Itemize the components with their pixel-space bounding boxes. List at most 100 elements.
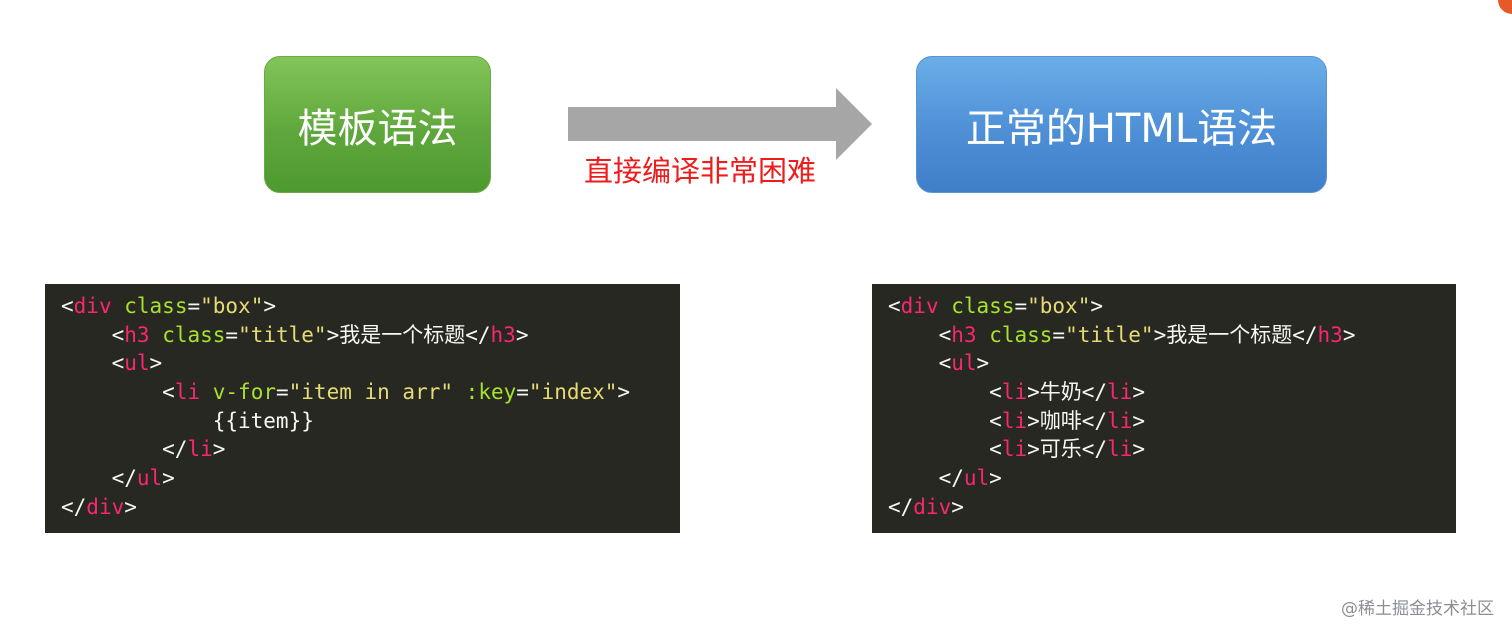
code-line: <h3 class="title">我是一个标题</h3> <box>888 321 1456 350</box>
code-token-text: 我是一个标题 <box>1166 322 1293 347</box>
code-token-str: "title" <box>238 322 327 347</box>
code-line: </li> <box>61 435 680 464</box>
code-token-text <box>61 466 112 490</box>
code-line: </ul> <box>888 464 1456 493</box>
arrow-shape <box>568 88 872 160</box>
code-token-punc: = <box>225 322 239 347</box>
code-line: </div> <box>61 493 680 522</box>
code-token-punc: > <box>976 351 990 376</box>
code-line: </ul> <box>61 464 680 493</box>
code-token-punc: </ <box>1081 408 1108 433</box>
code-token-punc: = <box>516 380 529 405</box>
code-token-tag: li <box>1107 437 1133 462</box>
code-token-punc: < <box>111 351 125 376</box>
code-token-punc: </ <box>61 494 87 519</box>
code-token-punc: < <box>61 294 74 318</box>
code-token-punc: > <box>212 437 226 462</box>
code-token-punc: < <box>989 408 1002 433</box>
code-token-tag: li <box>1001 408 1028 433</box>
code-token-text <box>888 323 939 347</box>
code-token-tag: li <box>1001 437 1028 462</box>
code-token-punc: = <box>187 294 201 318</box>
code-token-text <box>939 294 952 318</box>
code-token-text <box>888 437 989 461</box>
code-token-tag: div <box>73 294 112 318</box>
code-token-punc: < <box>938 351 952 376</box>
code-token-punc: < <box>938 322 952 347</box>
code-line: <li>牛奶</li> <box>888 378 1456 407</box>
code-token-str: "title" <box>1065 322 1154 347</box>
compile-arrow <box>568 88 872 160</box>
code-token-tag: h3 <box>1317 322 1343 347</box>
code-token-tag: h3 <box>490 322 516 347</box>
code-token-punc: > <box>149 351 163 376</box>
code-token-attr: class <box>124 294 188 318</box>
code-token-punc: = <box>1052 322 1066 347</box>
code-token-punc: > <box>1132 408 1146 433</box>
code-line: <div class="box"> <box>61 292 680 321</box>
watermark: @稀土掘金技术社区 <box>1341 599 1494 619</box>
code-token-punc: < <box>989 437 1002 462</box>
code-line: <li>咖啡</li> <box>888 407 1456 436</box>
code-token-text <box>150 323 163 347</box>
code-token-text: {{item}} <box>61 408 314 433</box>
arrow-caption: 直接编译非常困难 <box>584 154 817 188</box>
code-token-tag: ul <box>951 351 977 376</box>
code-token-punc: > <box>989 466 1002 491</box>
template-syntax-box: 模板语法 <box>264 56 491 193</box>
code-line: <li v-for="item in arr" :key="index"> <box>61 378 680 407</box>
code-token-tag: li <box>187 437 213 462</box>
code-token-text <box>61 323 112 347</box>
code-token-tag: ul <box>136 466 163 491</box>
code-line: {{item}} <box>61 407 680 436</box>
code-token-punc: </ <box>1081 437 1108 462</box>
code-token-punc: </ <box>465 322 491 347</box>
code-token-text <box>888 380 989 404</box>
code-token-text: 咖啡 <box>1039 408 1082 433</box>
code-token-text <box>888 466 939 490</box>
code-token-attr: v-for <box>212 380 276 405</box>
code-line: <h3 class="title">我是一个标题</h3> <box>61 321 680 350</box>
code-token-text <box>200 380 213 404</box>
code-token-str: "item in arr" <box>288 380 454 405</box>
code-token-punc: > <box>1132 380 1146 405</box>
code-token-text <box>888 409 989 433</box>
code-token-punc: > <box>1027 408 1040 433</box>
code-token-punc: > <box>1090 294 1103 318</box>
code-token-tag: li <box>1001 380 1028 405</box>
code-token-punc: > <box>1027 380 1040 405</box>
code-token-text: 牛奶 <box>1039 380 1082 405</box>
template-syntax-label: 模板语法 <box>297 105 458 152</box>
code-token-text <box>61 351 112 375</box>
code-token-text: 我是一个标题 <box>339 322 466 347</box>
code-token-text <box>61 380 162 404</box>
code-token-punc: < <box>111 322 125 347</box>
code-line: <ul> <box>888 349 1456 378</box>
code-token-punc: > <box>162 466 175 491</box>
code-token-text <box>61 437 162 461</box>
code-token-attr: :key <box>465 380 517 405</box>
corner-badge <box>1498 0 1512 14</box>
code-token-tag: li <box>174 380 201 405</box>
code-token-tag: div <box>913 494 952 519</box>
code-token-punc: > <box>124 494 137 519</box>
code-line: <div class="box"> <box>888 292 1456 321</box>
code-token-tag: h3 <box>951 322 977 347</box>
code-token-tag: div <box>900 294 939 318</box>
code-token-text <box>888 351 939 375</box>
code-token-attr: class <box>951 294 1015 318</box>
code-token-punc: </ <box>1292 322 1318 347</box>
html-code-block: <div class="box"> <h3 class="title">我是一个… <box>872 284 1456 533</box>
code-token-punc: = <box>1014 294 1028 318</box>
code-token-text: 可乐 <box>1039 437 1082 462</box>
code-token-tag: li <box>1107 408 1133 433</box>
code-token-punc: < <box>989 380 1002 405</box>
code-token-punc: > <box>1342 322 1356 347</box>
code-token-str: "box" <box>1027 294 1091 318</box>
code-token-punc: > <box>326 322 340 347</box>
code-token-tag: li <box>1107 380 1133 405</box>
code-token-text <box>112 294 125 318</box>
code-token-punc: < <box>888 294 901 318</box>
code-token-punc: > <box>1153 322 1167 347</box>
code-token-tag: h3 <box>124 322 150 347</box>
